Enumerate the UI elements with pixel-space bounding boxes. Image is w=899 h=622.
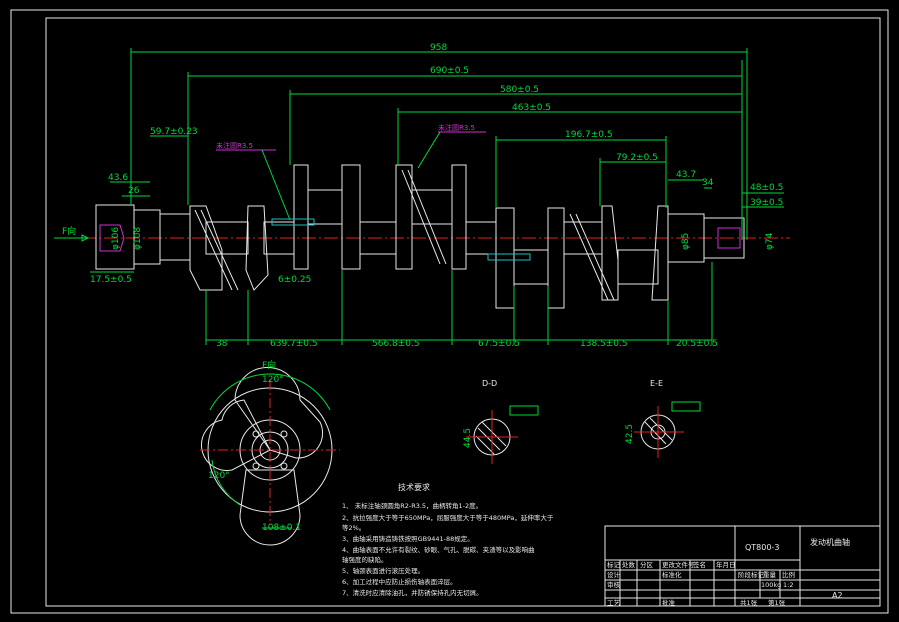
tech-req-item-1: 1、 未标注轴颈圆角R2-R3.5，曲柄转角1-2度。: [342, 501, 482, 510]
tech-req-item-4: 4、曲轴表面不允许有裂纹、砂眼、气孔、脱碳、夹渣等以及影响曲: [342, 545, 535, 554]
title-count: 处数: [622, 560, 636, 569]
dim-59: 59.7±0.23: [150, 127, 198, 137]
tech-req-item-6: 6、加工过程中应防止损伤轴表面淬层。: [342, 577, 457, 586]
dim-196: 196.7±0.5: [565, 130, 613, 140]
title-weight: 100kg: [761, 581, 781, 589]
title-weight-label: 重量: [763, 571, 777, 579]
tech-req-item-2: 2、抗拉强度大于等于650MPa，屈服强度大于等于480MPa，延伸率大于: [342, 513, 554, 522]
dim-phi108: φ108: [133, 227, 143, 250]
dim-38: 38: [216, 339, 228, 349]
title-doc: 更改文件号: [662, 560, 695, 569]
title-page: 第1张: [768, 598, 786, 607]
title-drawing-no: QT800-3: [745, 543, 779, 552]
section-ee-dim: 42.5: [625, 424, 635, 444]
dim-566: 566.8±0.5: [372, 339, 420, 349]
title-standard: 标准化: [662, 570, 682, 579]
dim-205: 20.5±0.5: [676, 339, 718, 349]
section-d-d: [466, 405, 539, 464]
dim-690: 690±0.5: [430, 66, 469, 76]
title-total: 共1张: [740, 598, 758, 607]
tech-req-item-7: 7、清洗时应清除油孔，并防锈保持孔内无切屑。: [342, 588, 483, 597]
dim-6: 6±0.25: [278, 275, 311, 285]
dim-463: 463±0.5: [512, 103, 551, 113]
title-process: 工艺: [607, 599, 621, 607]
title-block: [604, 525, 881, 607]
tech-req-title: 技术要求: [398, 482, 430, 492]
bottom-dimensions: [90, 262, 713, 345]
dim-138: 138.5±0.5: [580, 339, 628, 349]
end-view-label: F向: [262, 359, 276, 371]
dim-675: 67.5±0.5: [478, 339, 520, 349]
dim-43-7: 43.7: [676, 170, 696, 180]
section-dd-dim: 44.5: [463, 428, 473, 448]
tech-req-item-5: 5、轴颈表面进行滚压处理。: [342, 566, 424, 575]
dim-639: 639.7±0.5: [270, 339, 318, 349]
tech-req-item-2b: 等2%。: [342, 523, 365, 532]
dim-79: 79.2±0.5: [616, 153, 658, 163]
title-sheet-size: A2: [832, 591, 843, 600]
title-scale-label: 比例: [782, 570, 795, 579]
end-view-angle-top: 120°: [262, 375, 284, 385]
dim-phi74: φ74: [765, 232, 775, 250]
dim-overall-length: 958: [430, 43, 447, 53]
tech-req-item-3: 3、曲轴采用铸造铸铁按照GB9441-88规定。: [342, 534, 474, 543]
dim-580: 580±0.5: [500, 85, 539, 95]
dim-phi85: φ85: [681, 233, 691, 250]
section-e-e: [634, 401, 701, 458]
section-ee-label: E-E: [650, 379, 663, 388]
title-mark: 标记: [607, 560, 621, 569]
section-dd-label: D-D: [482, 379, 497, 388]
top-dimensions: [110, 48, 784, 240]
radius-label-left: 未注圆R3.5: [216, 141, 253, 150]
title-checker: 审核: [607, 580, 621, 589]
title-approve: 批准: [662, 598, 676, 607]
end-view-dim-108: 108±0.1: [262, 523, 301, 533]
dim-phi106: φ106: [111, 227, 121, 250]
end-view-angle-left: 120°: [208, 471, 230, 481]
title-part-name: 发动机曲轴: [810, 537, 850, 547]
title-date: 年月日: [716, 560, 736, 569]
radius-label-right: 未注圆R3.5: [438, 123, 475, 132]
dim-175: 17.5±0.5: [90, 275, 132, 285]
sheet-outer-border: [10, 9, 889, 614]
end-view-f: [200, 367, 340, 546]
technical-requirements: 技术要求 1、 未标注轴颈圆角R2-R3.5，曲柄转角1-2度。 2、抗拉强度大…: [342, 482, 554, 597]
crankshaft-main-view: [60, 164, 790, 309]
title-designer: 设计: [607, 570, 621, 579]
dim-26: 26: [128, 186, 140, 196]
dim-39: 39±0.5: [750, 198, 783, 208]
dim-43-6: 43.6: [108, 173, 128, 183]
dim-34: 34: [702, 178, 714, 188]
title-stage: 阶段标记: [738, 570, 765, 579]
tech-req-item-4b: 轴强度的缺陷。: [342, 555, 388, 564]
title-sign: 签名: [693, 560, 706, 569]
sheet-inner-border: [45, 17, 881, 607]
dim-48: 48±0.5: [750, 183, 783, 193]
title-zone: 分区: [640, 560, 654, 569]
view-arrow-label: F向: [62, 225, 76, 237]
title-scale: 1:2: [783, 581, 793, 589]
